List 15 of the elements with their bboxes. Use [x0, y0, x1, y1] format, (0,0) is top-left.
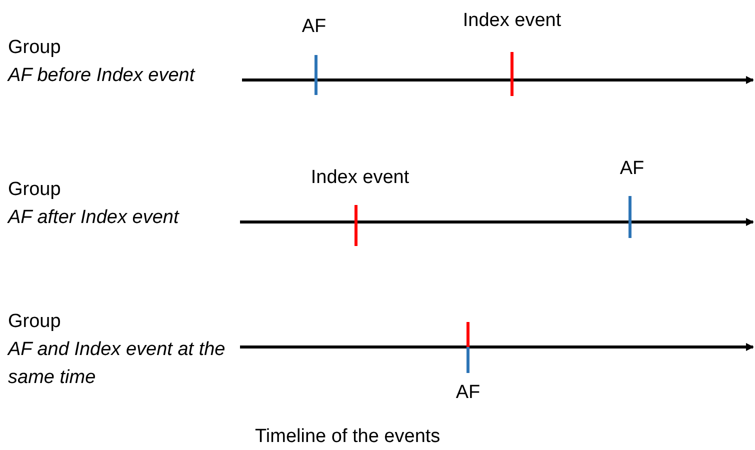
event-label: Index event — [310, 166, 410, 190]
group-description: AF before Index event — [8, 64, 195, 88]
caption: Timeline of the events — [255, 425, 440, 449]
event-label: AF — [302, 15, 326, 39]
group-heading: Group — [8, 178, 61, 202]
timeline-arrow — [242, 76, 754, 84]
timeline-arrow — [240, 343, 754, 351]
timeline-arrow — [240, 218, 754, 226]
event-label: Index event — [462, 9, 562, 33]
group-description: AF and Index event at the same time — [8, 338, 226, 390]
event-label: AF — [620, 157, 644, 181]
group-heading: Group — [8, 310, 61, 334]
group-description: AF after Index event — [8, 206, 179, 230]
group-heading: Group — [8, 36, 61, 60]
event-label: AF — [456, 381, 480, 405]
